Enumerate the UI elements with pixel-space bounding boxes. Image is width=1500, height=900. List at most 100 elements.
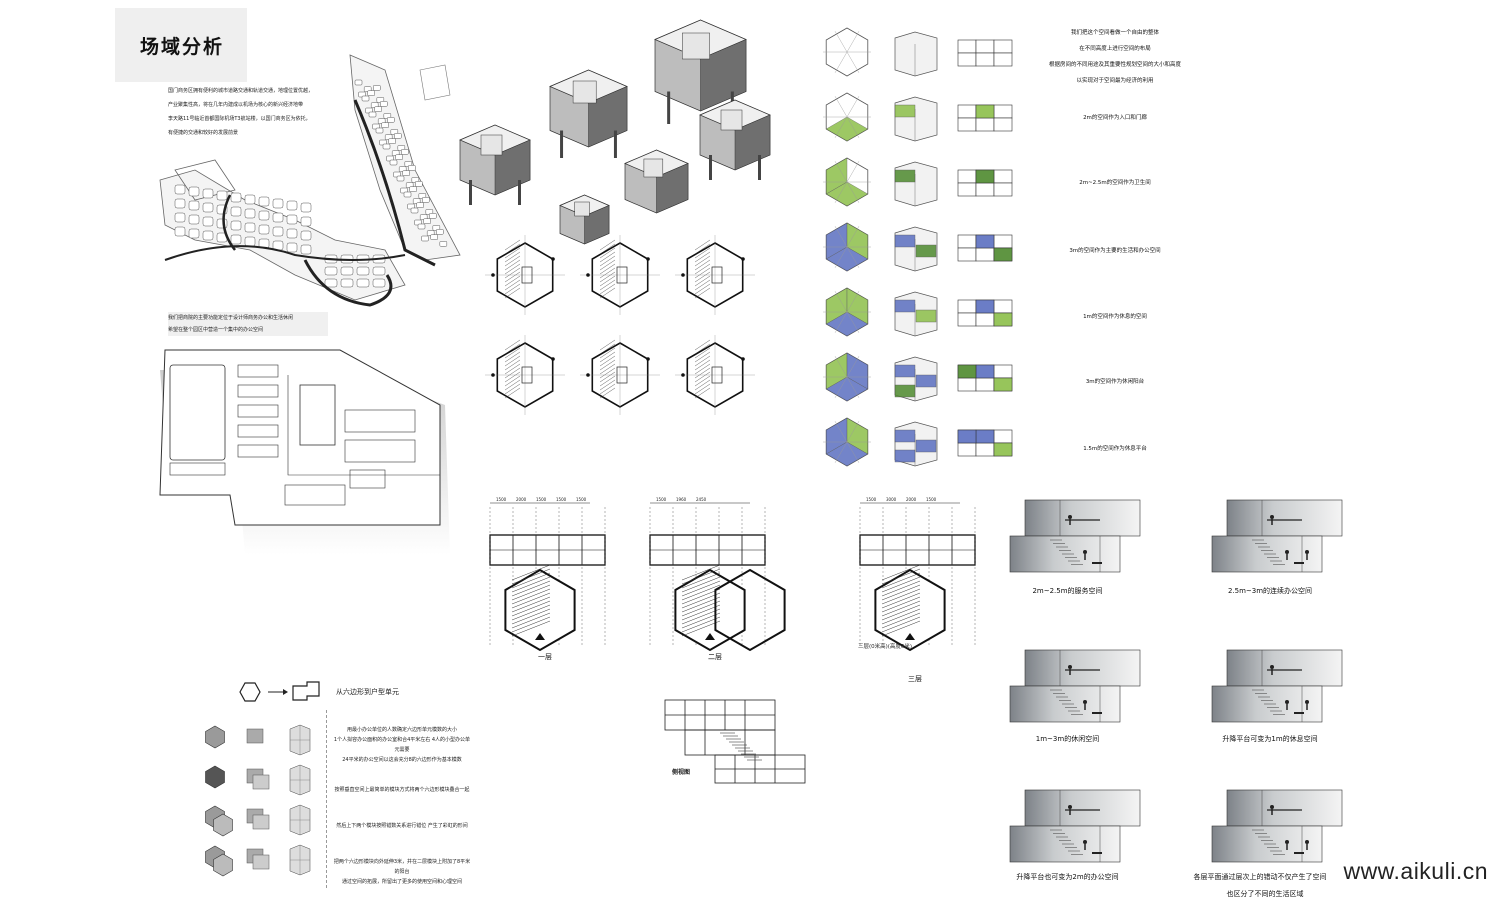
section-caption-7: 也区分了不同的生活区域 — [1226, 890, 1304, 898]
city-block — [403, 191, 412, 198]
city-block — [300, 230, 312, 241]
section-rendering — [1211, 789, 1343, 863]
site-plan — [159, 349, 450, 555]
dimension-label: 1500 — [866, 497, 877, 502]
dimension-label: 2000 — [906, 497, 917, 502]
city-block — [286, 214, 298, 225]
city-block — [230, 234, 242, 245]
city-block — [258, 210, 270, 221]
city-block — [439, 241, 448, 247]
city-block — [382, 143, 391, 150]
plan-note: 三层(0米高)(高度6米) — [858, 644, 913, 650]
axonometric-models — [459, 19, 771, 245]
city-block — [244, 208, 256, 219]
title-box — [115, 8, 247, 82]
city-block — [244, 222, 256, 233]
city-block — [300, 244, 312, 255]
intro-text: 国门商务区拥有便利的城市道路交通和轨道交通，地理位置优越， 产业聚集性高，将在几… — [168, 84, 338, 140]
row-label-6: 1.5m的空间作为休息平台 — [1083, 446, 1147, 452]
city-block — [421, 235, 429, 242]
city-block — [372, 278, 386, 288]
city-block — [381, 122, 389, 128]
hex-plans — [485, 235, 755, 415]
city-block — [422, 197, 430, 203]
axo-model — [699, 99, 771, 180]
watermark: www.aikuli.cn — [1343, 858, 1488, 884]
concept-line: 我们把这个空间看做一个自由的整体 — [1070, 30, 1159, 36]
dimension-label: 1500 — [576, 497, 587, 502]
dimension-label: 1500 — [556, 497, 567, 502]
intro-line: 李天路11号临近首都国际机场T3航站楼，以国门商务区为依托， — [168, 116, 311, 122]
city-block — [396, 175, 405, 182]
city-block — [286, 242, 298, 253]
city-block — [408, 165, 416, 171]
axo-model — [459, 124, 531, 205]
dimension-label: 2000 — [516, 497, 527, 502]
hex-note: 然后上下两个模块按照错数关系进行错位 产生了彩虹的形间 — [336, 823, 468, 829]
city-block — [410, 207, 419, 214]
city-block — [324, 266, 338, 276]
dimension-label: 3000 — [886, 497, 897, 502]
city-block — [202, 230, 214, 241]
section-rendering — [1009, 789, 1141, 863]
hex-note: 把两个六边形模块向外延伸3米，并在二层模块上附加了8平米的阳台 — [333, 859, 471, 875]
height-diagrams — [823, 27, 1013, 467]
city-block — [416, 202, 424, 208]
city-block — [356, 278, 370, 288]
city-block — [286, 228, 298, 239]
row-label-3: 3m的空间作为主要的生活和办公空间 — [1069, 248, 1161, 254]
height-row — [823, 222, 1013, 272]
side-view — [664, 699, 806, 784]
hex-note: 用最小办公单位的人数确定六边形单元模数的大小 — [346, 727, 457, 733]
hex-note: 通过空间的拓展，所留出了更多的使用空间和心理空间 — [341, 879, 462, 885]
city-block — [244, 236, 256, 247]
intro-line: 国门商务区拥有便利的城市道路交通和轨道交通，地理位置优越， — [168, 88, 314, 94]
height-row — [823, 352, 1013, 402]
row-label-1: 2m的空间作为入口和门廊 — [1083, 115, 1147, 121]
section-rendering — [1211, 499, 1343, 573]
city-block — [394, 133, 402, 139]
city-block — [374, 106, 382, 112]
city-block — [429, 213, 437, 219]
city-block — [430, 234, 438, 240]
city-block — [230, 206, 242, 217]
height-row — [823, 287, 1013, 337]
city-block — [375, 127, 384, 134]
plan-label-3: 三层 — [908, 675, 922, 683]
city-block — [188, 214, 200, 225]
city-block — [340, 278, 354, 288]
note-line: 我们把商院的主要功能定位于设计师商务办公和生活休闲 — [168, 315, 294, 321]
section-caption-3: 1m~3m的休闲空间 — [1035, 735, 1100, 743]
city-block — [354, 79, 363, 86]
axo-model — [624, 149, 689, 214]
axo-model — [559, 194, 610, 245]
city-block — [202, 202, 214, 213]
section-caption-4: 升降平台可变为1m的休息空间 — [1222, 735, 1318, 743]
height-row — [823, 27, 1013, 77]
dimension-label: 1960 — [676, 497, 687, 502]
evolution-row — [205, 804, 311, 837]
hex-plan — [675, 335, 755, 415]
city-block — [272, 198, 284, 209]
city-block — [395, 154, 403, 160]
city-block — [174, 226, 186, 237]
city-block — [188, 228, 200, 239]
city-block — [402, 170, 410, 176]
hex-plan — [485, 235, 565, 315]
section-rendering — [1009, 649, 1141, 723]
city-block — [202, 188, 214, 199]
axo-model — [549, 69, 628, 158]
site-note: 我们把商院的主要功能定位于设计师商务办公和生活休闲 希望在整个园区中营造一个集中… — [168, 312, 328, 336]
city-block — [300, 202, 312, 213]
city-block — [409, 186, 417, 192]
concept-line: 根据房间的不同用途及其重要性规划空间的大小和高度 — [1048, 62, 1181, 68]
plan-label-1: 一层 — [538, 653, 552, 661]
section-rendering — [1211, 649, 1343, 723]
evolution-row — [205, 764, 311, 796]
city-block — [415, 181, 423, 187]
dimension-label: 1500 — [656, 497, 667, 502]
section-caption-1: 2m~2.5m的服务空间 — [1032, 587, 1103, 595]
divider — [326, 710, 328, 888]
note-line: 希望在整个园区中营造一个集中的办公空间 — [168, 327, 264, 333]
